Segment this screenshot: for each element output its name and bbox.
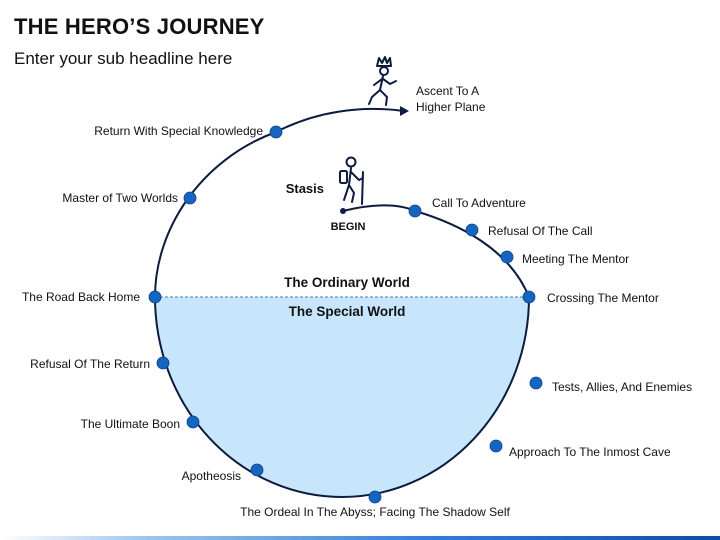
ascent-label-line2: Higher Plane <box>416 100 486 114</box>
stage-dot-refusal-of-the-call <box>465 223 479 237</box>
stage-label-master-two-worlds: Master of Two Worlds <box>62 191 178 205</box>
stage-label-refusal-of-return: Refusal Of The Return <box>30 357 150 371</box>
stage-label-return-knowledge: Return With Special Knowledge <box>94 124 263 138</box>
ordinary-world-label: The Ordinary World <box>284 275 410 290</box>
stage-label-crossing-the-mentor: Crossing The Mentor <box>547 291 659 305</box>
journey-path <box>153 107 531 498</box>
begin-label: BEGIN <box>331 221 366 233</box>
stage-dot-ultimate-boon <box>186 415 200 429</box>
stage-label-tests-allies-enemies: Tests, Allies, And Enemies <box>552 380 692 394</box>
stage-label-approach-inmost-cave: Approach To The Inmost Cave <box>509 445 671 459</box>
stage-dot-approach-inmost-cave <box>489 439 503 453</box>
slide-title: THE HERO’S JOURNEY <box>14 14 265 39</box>
stage-dot-meeting-the-mentor <box>500 250 514 264</box>
stage-dot-the-ordeal <box>368 490 382 504</box>
stage-dot-apotheosis <box>250 463 264 477</box>
stage-dot-return-knowledge <box>269 125 283 139</box>
stage-label-apotheosis: Apotheosis <box>182 469 241 483</box>
stasis-label: Stasis <box>286 181 324 196</box>
stage-label-road-back-home: The Road Back Home <box>22 290 140 304</box>
stage-dot-road-back-home <box>148 290 162 304</box>
begin-marker <box>340 208 346 214</box>
stage-dot-refusal-of-return <box>156 356 170 370</box>
stage-dot-master-two-worlds <box>183 191 197 205</box>
stage-label-the-ordeal: The Ordeal In The Abyss; Facing The Shad… <box>240 505 510 519</box>
hiker-icon <box>339 156 364 205</box>
stage-dot-tests-allies-enemies <box>529 376 543 390</box>
slide-subtitle: Enter your sub headline here <box>14 49 233 68</box>
ascent-arrowhead <box>400 106 409 116</box>
stage-label-meeting-the-mentor: Meeting The Mentor <box>522 252 629 266</box>
ascent-label-line1: Ascent To A <box>416 84 479 98</box>
stage-label-call-to-adventure: Call To Adventure <box>432 196 526 210</box>
stage-label-ultimate-boon: The Ultimate Boon <box>81 417 180 431</box>
stage-dot-call-to-adventure <box>408 204 422 218</box>
stage-label-refusal-of-the-call: Refusal Of The Call <box>488 224 593 238</box>
special-world-label: The Special World <box>289 304 406 319</box>
special-world-region <box>155 297 529 497</box>
stage-dot-crossing-the-mentor <box>522 290 536 304</box>
stage-dots <box>148 125 543 504</box>
crowned-walker-icon <box>368 56 397 106</box>
bottom-accent-bar <box>0 536 720 540</box>
